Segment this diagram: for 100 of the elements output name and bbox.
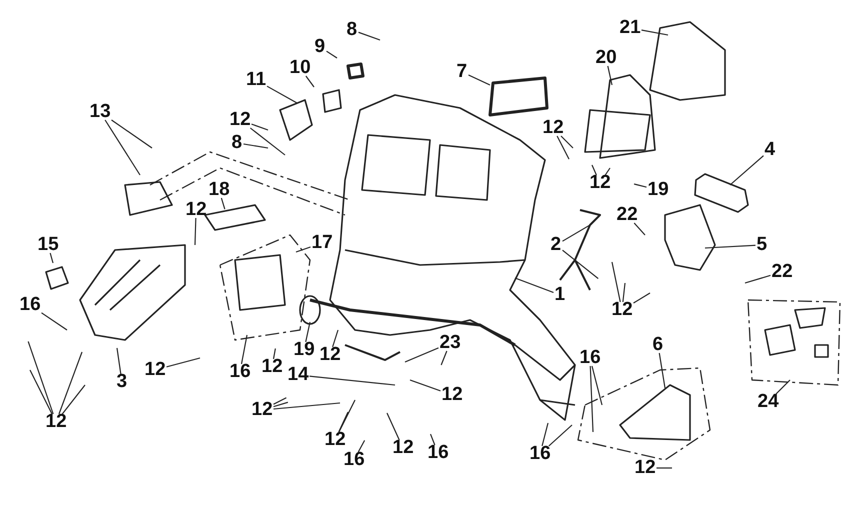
callout-number: 17 xyxy=(312,233,333,253)
callout-number: 12 xyxy=(320,345,341,365)
callout-number: 3 xyxy=(116,372,128,392)
leader-line xyxy=(326,50,338,58)
callout-number: 21 xyxy=(620,18,641,38)
leader-line xyxy=(562,224,591,242)
leader-line xyxy=(592,164,597,176)
leader-line xyxy=(404,347,439,362)
leader-line xyxy=(273,402,288,408)
leader-line xyxy=(194,218,196,246)
callout-number: 12 xyxy=(324,430,346,450)
leader-line xyxy=(514,277,554,294)
callout-number: 12 xyxy=(230,110,251,130)
callout-number: 16 xyxy=(580,348,601,368)
leader-line xyxy=(111,120,152,148)
callout-number: 11 xyxy=(246,70,266,90)
callout-number: 14 xyxy=(288,365,309,385)
leader-line xyxy=(704,244,756,249)
callout-number: 22 xyxy=(772,262,793,282)
leader-line xyxy=(240,334,248,364)
leader-line xyxy=(730,155,764,186)
leader-line xyxy=(607,66,613,86)
leader-line xyxy=(591,366,603,406)
leader-line xyxy=(305,322,311,342)
leader-line xyxy=(622,282,626,302)
callout-number: 12 xyxy=(262,357,283,377)
leader-line xyxy=(30,370,52,414)
leader-line xyxy=(641,30,668,36)
callout-number: 1 xyxy=(554,285,566,305)
leader-line xyxy=(611,262,621,302)
callout-number: 13 xyxy=(90,102,111,122)
leader-line xyxy=(440,350,448,366)
callout-number: 22 xyxy=(616,205,638,225)
callout-number: 12 xyxy=(46,412,67,432)
leader-line xyxy=(634,183,647,188)
callout-number: 15 xyxy=(38,235,59,255)
leader-line xyxy=(634,222,646,236)
callout-number: 16 xyxy=(428,443,449,463)
leader-line xyxy=(296,246,311,253)
callout-number: 12 xyxy=(634,458,656,478)
leader-line xyxy=(590,366,594,432)
callout-number: 16 xyxy=(530,444,551,464)
leader-line xyxy=(410,379,441,392)
leader-line xyxy=(28,341,54,414)
leader-line xyxy=(560,136,574,148)
callout-number: 12 xyxy=(144,360,166,380)
callout-number: 16 xyxy=(20,295,41,315)
leader-line xyxy=(116,348,122,374)
callout-number: 4 xyxy=(764,140,776,160)
callout-number: 20 xyxy=(596,48,617,68)
leader-line xyxy=(272,348,276,360)
callout-number: 12 xyxy=(612,300,633,320)
leader-line xyxy=(776,380,790,394)
leader-line xyxy=(556,136,570,160)
leader-line xyxy=(358,440,366,452)
leader-line xyxy=(220,198,226,210)
callout-number: 12 xyxy=(392,438,414,458)
leader-line xyxy=(633,292,650,304)
leader-line xyxy=(251,124,268,131)
callout-number: 16 xyxy=(344,450,365,470)
callout-number: 12 xyxy=(442,385,463,405)
leader-line xyxy=(430,434,436,446)
leader-line xyxy=(250,128,286,156)
leader-line xyxy=(656,467,672,469)
leader-line xyxy=(243,143,268,149)
leader-line xyxy=(41,312,68,330)
callout-number: 5 xyxy=(756,235,768,255)
callout-number: 23 xyxy=(440,333,461,353)
callout-number: 8 xyxy=(346,20,358,40)
leader-line xyxy=(562,250,599,280)
leader-line xyxy=(604,168,610,176)
leader-line xyxy=(166,357,200,368)
callout-number: 12 xyxy=(252,400,273,420)
leader-line xyxy=(744,274,771,284)
callout-number: 19 xyxy=(648,180,669,200)
callout-number: 9 xyxy=(314,37,326,57)
leader-line xyxy=(58,352,83,414)
leader-line xyxy=(309,376,396,386)
callout-number: 12 xyxy=(186,200,207,220)
leader-line xyxy=(358,32,380,41)
leader-line xyxy=(332,330,339,348)
leader-line xyxy=(104,120,140,176)
leader-line xyxy=(658,352,666,388)
leader-line xyxy=(62,384,86,414)
callout-number: 16 xyxy=(230,362,251,382)
callout-number: 6 xyxy=(652,335,664,355)
leader-line xyxy=(548,424,572,446)
leader-line xyxy=(273,402,340,410)
leader-line xyxy=(266,86,298,104)
callout-number: 12 xyxy=(542,118,564,138)
leader-line xyxy=(305,76,314,88)
leader-line xyxy=(542,422,549,446)
leader-line xyxy=(50,252,54,264)
callout-number: 10 xyxy=(290,58,311,78)
callout-number: 24 xyxy=(758,392,779,412)
callout-number: 12 xyxy=(590,173,611,193)
leader-line xyxy=(386,412,400,440)
callout-number: 7 xyxy=(456,62,468,82)
leader-line xyxy=(338,400,356,432)
callout-number: 18 xyxy=(208,180,230,200)
